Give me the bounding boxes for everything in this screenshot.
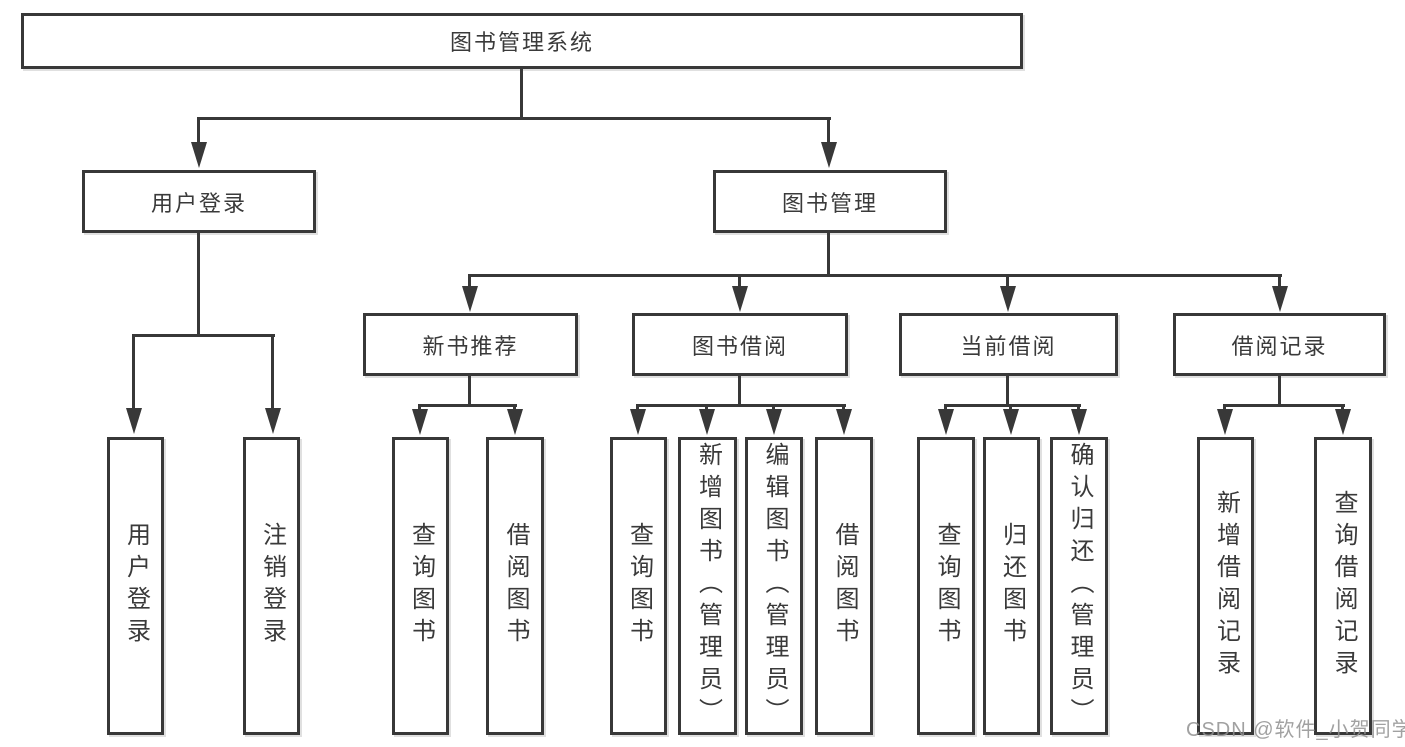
leaf-user-login: 用户登录 — [107, 437, 164, 735]
connector-br-stem — [1278, 376, 1281, 407]
connector-cb-drop3 — [1077, 404, 1080, 411]
leaf-nb-query-books: 查询图书 — [392, 437, 449, 735]
connector-bb-drop3 — [772, 404, 775, 411]
node-book-management-label: 图书管理 — [781, 190, 878, 216]
connector-userlogin-stem — [197, 233, 200, 336]
arrowhead-br-query — [1335, 409, 1351, 435]
connector-bookmgmt-drop3 — [1006, 274, 1009, 288]
arrowhead-bb-query — [630, 409, 646, 435]
arrowhead-leaf-logout — [265, 408, 281, 434]
connector-nb-hline — [418, 404, 517, 407]
connector-l1-hline — [197, 117, 831, 120]
connector-bb-drop4 — [842, 404, 845, 411]
connector-br-drop2 — [1341, 404, 1344, 411]
node-user-login: 用户登录 — [82, 170, 316, 233]
connector-nb-drop2 — [513, 404, 516, 411]
connector-userlogin-drop2 — [271, 334, 274, 410]
connector-l1-drop-right — [827, 117, 830, 144]
arrowhead-cb-confirm — [1071, 409, 1087, 435]
arrowhead-bb-borrow — [836, 409, 852, 435]
leaf-bb-borrow-books: 借阅图书 — [815, 437, 873, 735]
arrowhead-cb-query — [938, 409, 954, 435]
arrowhead-book-management — [821, 142, 837, 168]
connector-bookmgmt-drop4 — [1278, 274, 1281, 288]
arrowhead-br-add — [1217, 409, 1233, 435]
leaf-nb-borrow-books: 借阅图书 — [486, 437, 544, 735]
node-root: 图书管理系统 — [21, 13, 1023, 69]
arrowhead-bb-add — [699, 409, 715, 435]
connector-cb-hline — [944, 404, 1081, 407]
connector-br-hline — [1223, 404, 1345, 407]
node-borrow-records: 借阅记录 — [1173, 313, 1386, 376]
arrowhead-bb-edit — [766, 409, 782, 435]
node-root-label: 图书管理系统 — [449, 30, 594, 55]
connector-userlogin-hline — [132, 334, 275, 337]
connector-cb-drop1 — [944, 404, 947, 411]
arrowhead-nb-query — [412, 409, 428, 435]
leaf-bb-query-books: 查询图书 — [610, 437, 667, 735]
connector-br-drop1 — [1223, 404, 1226, 411]
leaf-cb-confirm-return-admin: 确认归还（管理员） — [1050, 437, 1108, 735]
connector-root-stem — [520, 69, 523, 119]
connector-bb-stem — [738, 376, 741, 407]
node-book-borrow: 图书借阅 — [632, 313, 848, 376]
node-current-borrow-label: 当前借阅 — [960, 333, 1057, 359]
csdn-watermark: CSDN @软件_小贺同学 — [1186, 719, 1405, 741]
node-current-borrow: 当前借阅 — [899, 313, 1118, 376]
connector-bookmgmt-hline — [468, 274, 1282, 277]
arrowhead-current-borrow — [1000, 286, 1016, 312]
connector-bookmgmt-drop1 — [468, 274, 471, 288]
leaf-br-add-record: 新增借阅记录 — [1197, 437, 1254, 735]
node-new-book-recommend-label: 新书推荐 — [422, 333, 519, 359]
connector-bb-drop2 — [705, 404, 708, 411]
connector-nb-drop1 — [418, 404, 421, 411]
connector-userlogin-drop1 — [132, 334, 135, 410]
arrowhead-book-borrow — [732, 286, 748, 312]
connector-bookmgmt-stem — [827, 233, 830, 277]
node-user-login-label: 用户登录 — [150, 190, 247, 216]
arrowhead-nb-borrow — [507, 409, 523, 435]
connector-bb-hline — [636, 404, 846, 407]
node-borrow-records-label: 借阅记录 — [1231, 333, 1328, 359]
leaf-bb-edit-books-admin: 编辑图书（管理员） — [745, 437, 803, 735]
leaf-br-query-record: 查询借阅记录 — [1314, 437, 1372, 735]
node-book-management: 图书管理 — [713, 170, 947, 233]
arrowhead-new-book-recommend — [462, 286, 478, 312]
connector-bookmgmt-drop2 — [738, 274, 741, 288]
connector-bb-drop1 — [636, 404, 639, 411]
leaf-cb-return-books: 归还图书 — [983, 437, 1040, 735]
node-new-book-recommend: 新书推荐 — [363, 313, 578, 376]
arrowhead-cb-return — [1003, 409, 1019, 435]
arrowhead-borrow-records — [1272, 286, 1288, 312]
connector-cb-drop2 — [1009, 404, 1012, 411]
arrowhead-leaf-user-login — [126, 408, 142, 434]
leaf-bb-add-books-admin: 新增图书（管理员） — [678, 437, 737, 735]
connector-cb-stem — [1006, 376, 1009, 407]
leaf-logout: 注销登录 — [243, 437, 300, 735]
arrowhead-user-login — [191, 142, 207, 168]
leaf-cb-query-books: 查询图书 — [917, 437, 975, 735]
connector-l1-drop-left — [197, 117, 200, 144]
node-book-borrow-label: 图书借阅 — [691, 333, 788, 359]
connector-nb-stem — [468, 376, 471, 407]
